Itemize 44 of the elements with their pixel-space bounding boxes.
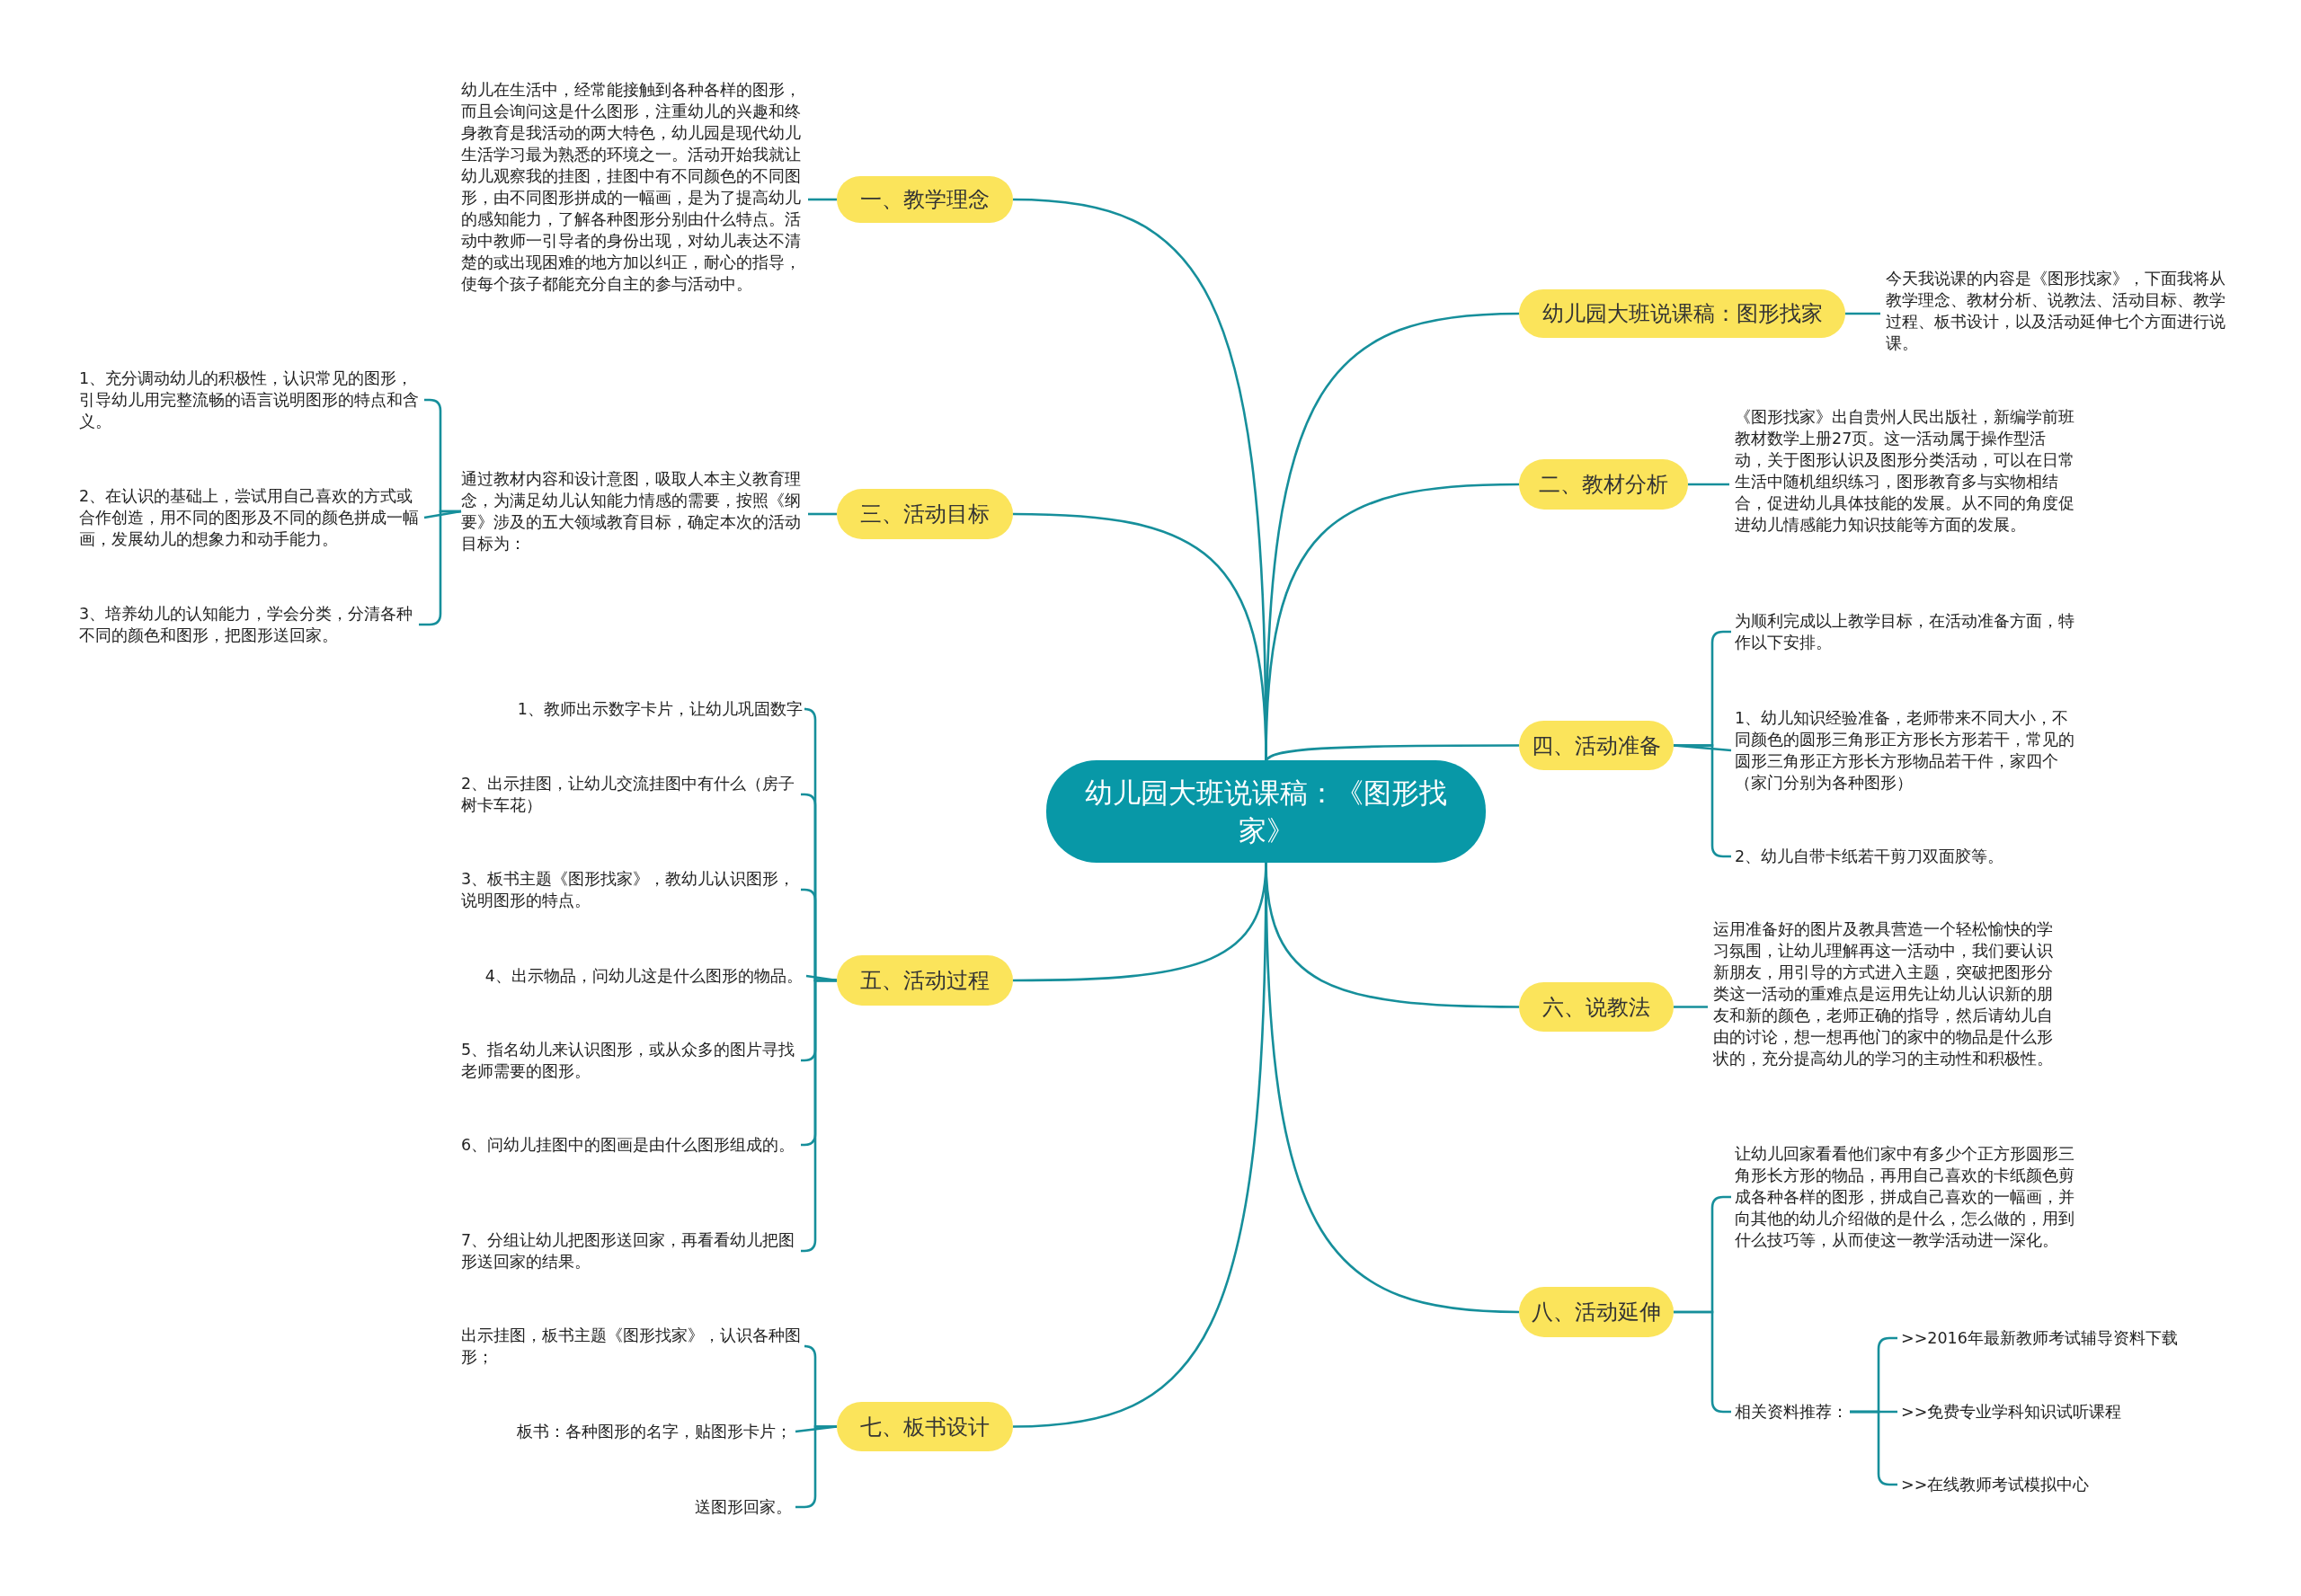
note-text: 相关资料推荐：: [1735, 1401, 1850, 1423]
note-text: 2、幼儿自带卡纸若干剪刀双面胶等。: [1735, 846, 2006, 867]
topic-pill: 二、教材分析: [1519, 459, 1688, 510]
connector-line: [1845, 312, 1880, 315]
central-topic: 幼儿园大班说课稿：《图形找家》: [1046, 760, 1486, 863]
note-text: 让幼儿回家看看他们家中有多少个正方形圆形三角形长方形的物品，再用自己喜欢的卡纸颜色剪成各种各样的图形，拼成自己喜欢的一幅画，并向其他的幼儿介绍做的是什么，怎么做的，用到什么技巧等，从而使这一教学活动进一深化。: [1735, 1143, 2076, 1251]
topic-pill: 七、板书设计: [837, 1402, 1013, 1451]
connector-line: [808, 198, 837, 201]
note-text: 幼儿在生活中，经常能接触到各种各样的图形，而且会询问这是什么图形，注重幼儿的兴趣和终身教育是我活动的两大特色，幼儿园是现代幼儿生活学习最为熟悉的环境之一。活动开始我就让幼儿观察我的挂图，挂图中有不同颜色的不同图形，由不同图形拼成的一幅画，是为了提高幼儿的感知能力，了解各种图形分别由什么特点。活动中教师一引导者的身份出现，对幼儿表达不清楚的或出现困难的地方加以纠正，耐心的指导，使每个孩子都能充分自主的参与活动中。: [461, 79, 803, 295]
note-text: 为顺利完成以上教学目标，在活动准备方面，特作以下安排。: [1735, 610, 2076, 653]
note-text: 今天我说课的内容是《图形找家》，下面我将从教学理念、教材分析、说教法、活动目标、教学过程、板书设计，以及活动延伸七个方面进行说课。: [1886, 268, 2227, 354]
note-text: 通过教材内容和设计意图，吸取人本主义教育理念，为满足幼儿认知能力情感的需要，按照《纲要》涉及的五大领域教育目标，确定本次的活动目标为：: [461, 468, 803, 554]
note-text: 4、出示物品，问幼儿这是什么图形的物品。: [483, 965, 803, 987]
note-text: 3、板书主题《图形找家》，教幼儿认识图形，说明图形的特点。: [461, 868, 797, 911]
note-text: 2、出示挂图，让幼儿交流挂图中有什么（房子树卡车花）: [461, 773, 797, 816]
topic-pill: 幼儿园大班说课稿：图形找家: [1519, 289, 1845, 338]
note-text: 1、幼儿知识经验准备，老师带来不同大小，不同颜色的圆形三角形正方形长方形若干，常见的圆形三角形正方形长方形物品若干件，家四个（家门分别为各种图形）: [1735, 707, 2076, 794]
connector-line: [808, 512, 837, 516]
note-text: 运用准备好的图片及教具营造一个轻松愉快的学习氛围，让幼儿理解再这一活动中，我们要认识新朋友，用引导的方式进入主题，突破把图形分类这一活动的重难点是运用先让幼儿认识新的朋友和新的颜色，老师正确的指导，然后请幼儿自由的讨论，想一想再他门的家中的物品是什么形状的，充分提高幼儿的学习的主动性和积极性。: [1713, 918, 2055, 1069]
note-text: 《图形找家》出自贵州人民出版社，新编学前班教材数学上册27页。这一活动属于操作型活动，关于图形认识及图形分类活动，可以在日常生活中随机组织练习，图形教育多与实物相结合，促进幼儿具体技能的发展。从不同的角度促进幼儿情感能力知识技能等方面的发展。: [1735, 406, 2076, 536]
note-text: >>2016年最新教师考试辅导资料下载: [1901, 1327, 2180, 1349]
topic-pill: 八、活动延伸: [1519, 1287, 1674, 1337]
note-text: 送图形回家。: [693, 1496, 792, 1518]
topic-pill: 一、教学理念: [837, 176, 1013, 223]
note-text: 5、指名幼儿来认识图形，或从众多的图片寻找老师需要的图形。: [461, 1039, 797, 1082]
note-text: >>免费专业学科知识试听课程: [1901, 1401, 2124, 1423]
topic-pill: 五、活动过程: [837, 955, 1013, 1006]
note-text: 1、充分调动幼儿的积极性，认识常见的图形，引导幼儿用完整流畅的语言说明图形的特点和含义。: [79, 368, 421, 432]
topic-pill: 四、活动准备: [1519, 721, 1674, 770]
note-text: 1、教师出示数字卡片，让幼儿巩固数字: [515, 698, 803, 720]
note-text: 3、培养幼儿的认知能力，学会分类，分清各种不同的颜色和图形，把图形送回家。: [79, 603, 415, 646]
connector-line: [1674, 1006, 1708, 1008]
note-text: 板书：各种图形的名字，贴图形卡片；: [515, 1421, 792, 1442]
note-text: 2、在认识的基础上，尝试用自己喜欢的方式或合作创造，用不同的图形及不同的颜色拼成一幅画，发展幼儿的想象力和动手能力。: [79, 485, 421, 550]
note-text: 出示挂图，板书主题《图形找家》，认识各种图形；: [461, 1325, 803, 1368]
connector-line: [1688, 483, 1729, 486]
topic-pill: 三、活动目标: [837, 489, 1013, 539]
connector-line: [423, 510, 462, 519]
connector-line: [1265, 744, 1519, 763]
connector-line: [805, 974, 838, 982]
note-text: >>在线教师考试模拟中心: [1901, 1474, 2092, 1495]
note-text: 6、问幼儿挂图中的图画是由什么图形组成的。: [461, 1134, 797, 1156]
topic-pill: 六、说教法: [1519, 982, 1674, 1032]
note-text: 7、分组让幼儿把图形送回家，再看看幼儿把图形送回家的结果。: [461, 1229, 797, 1272]
